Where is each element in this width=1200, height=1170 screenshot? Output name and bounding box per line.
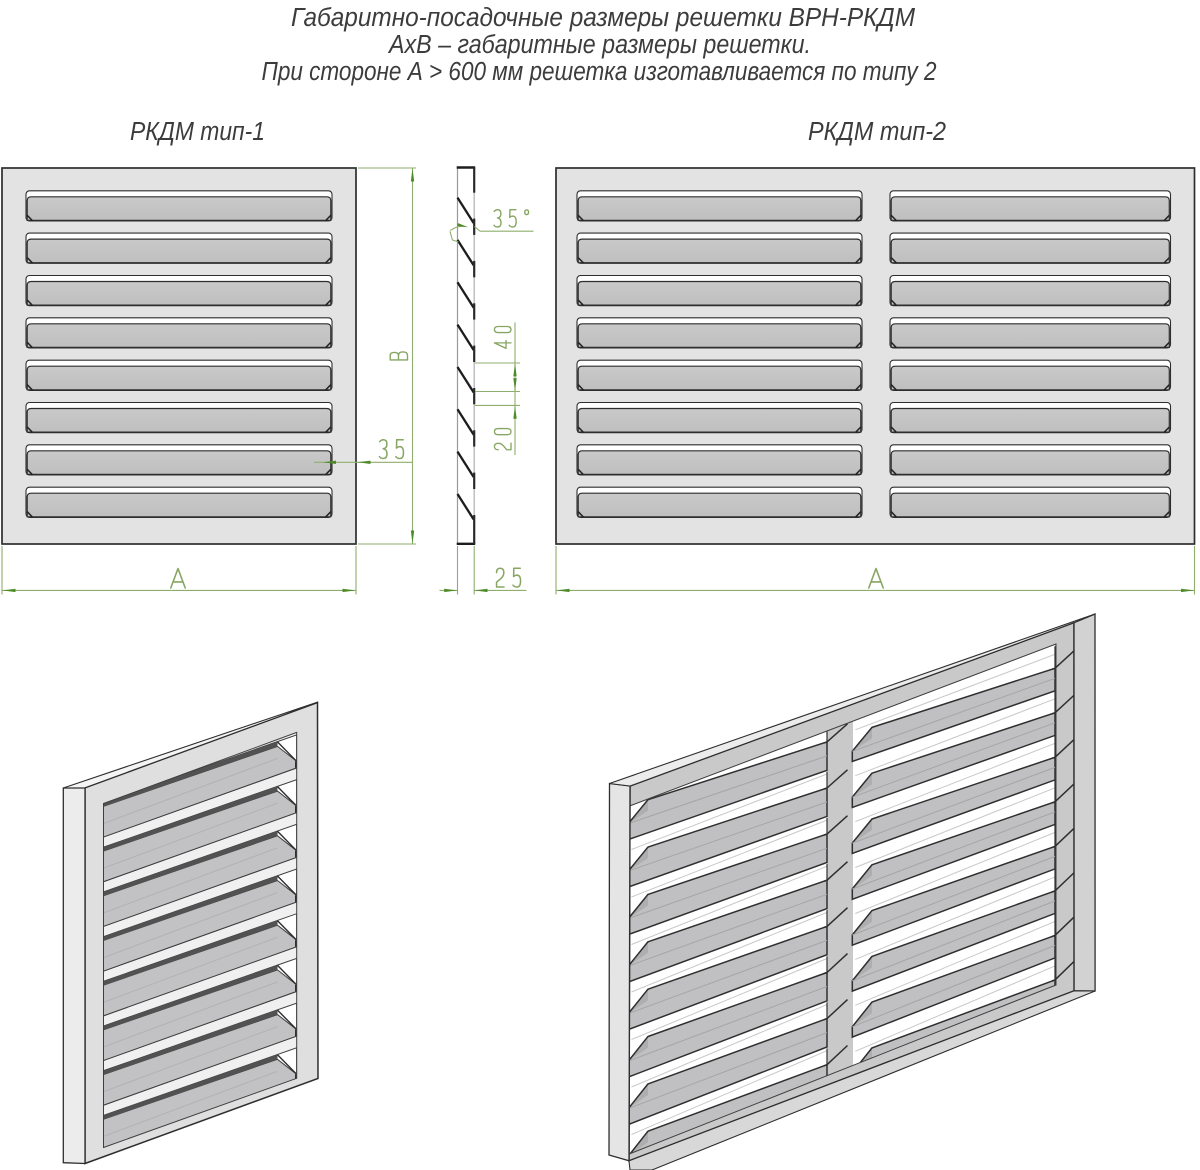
svg-text:Габаритно-посадочные размеры р: Габаритно-посадочные размеры решетки ВРН… <box>291 4 916 32</box>
svg-text:РКДМ тип-1: РКДМ тип-1 <box>130 118 265 146</box>
svg-text:РКДМ тип-2: РКДМ тип-2 <box>808 118 946 146</box>
svg-text:При стороне А > 600 мм решетка: При стороне А > 600 мм решетка изготавли… <box>262 58 937 86</box>
svg-text:АхВ – габаритные размеры решет: АхВ – габаритные размеры решетки. <box>387 31 811 59</box>
